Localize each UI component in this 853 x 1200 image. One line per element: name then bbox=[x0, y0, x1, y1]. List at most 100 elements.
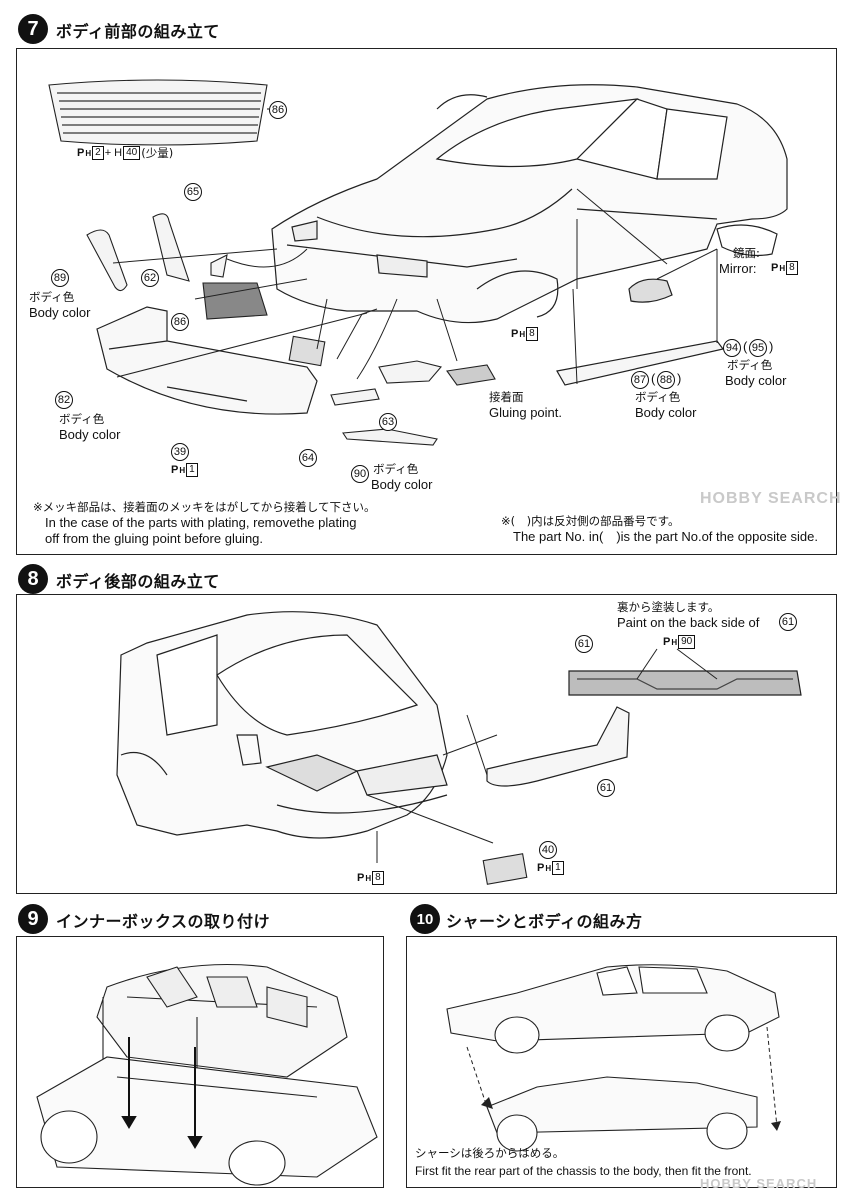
mirror-label-jp: 鏡面: bbox=[733, 246, 760, 260]
lamp-trim-drawing bbox=[446, 364, 496, 386]
paint-plus: + H bbox=[104, 147, 123, 159]
rear-car-body-drawing bbox=[116, 611, 448, 839]
part-number-86-small: 86 bbox=[171, 313, 189, 331]
rear-panel-61-top-drawing bbox=[568, 670, 802, 696]
step-8-panel: 裏から塗装します。 Paint on the back side of 61 6… bbox=[16, 594, 837, 894]
hobby-search-watermark-bottom: HOBBY SEARCH bbox=[700, 1176, 818, 1191]
hobby-search-watermark: HOBBY SEARCH bbox=[700, 490, 842, 507]
interior-box-drawing bbox=[96, 963, 348, 1117]
part-number-94: 94 bbox=[723, 339, 741, 357]
mirror-drawing bbox=[628, 278, 673, 303]
part-number-90: 90 bbox=[351, 465, 369, 483]
note-plating-en-1: In the case of the parts with plating, r… bbox=[45, 515, 357, 530]
step-7-badge: 7 bbox=[18, 14, 48, 44]
gluing-point-en: Gluing point. bbox=[489, 405, 562, 420]
part-number-82: 82 bbox=[55, 391, 73, 409]
step-9-illustration bbox=[36, 963, 378, 1186]
side-body-drawing bbox=[446, 964, 780, 1054]
fit-arrow-head-right bbox=[771, 1121, 781, 1131]
part-89-drawing bbox=[86, 229, 128, 292]
back-paint-en: Paint on the back side of bbox=[617, 615, 760, 630]
note-plating-en-2: off from the gluing point before gluing. bbox=[45, 531, 264, 546]
body-color-jp-82: ボディ色 bbox=[59, 412, 105, 426]
paren-open-95: ( bbox=[743, 339, 748, 354]
step-7-title: ボディ前部の組み立て bbox=[56, 22, 220, 41]
fit-guide-lines bbox=[466, 1026, 778, 1128]
step-9-badge: 9 bbox=[18, 904, 48, 934]
paint-box-40: 40 bbox=[123, 146, 141, 160]
front-bumper-drawing bbox=[96, 306, 318, 415]
body-color-en-89: Body color bbox=[29, 305, 91, 320]
rear-bumper-61-drawing bbox=[486, 706, 630, 787]
part-number-61-bumper: 61 bbox=[597, 779, 615, 797]
gluing-point-jp: 接着面 bbox=[489, 390, 524, 404]
step-7-illustration bbox=[48, 79, 788, 446]
part-number-61-panel: 61 bbox=[575, 635, 593, 653]
paint-box-1: 1 bbox=[186, 463, 198, 477]
body-color-en-94: Body color bbox=[725, 373, 787, 388]
paren-close-95: ) bbox=[769, 339, 774, 354]
part-number-62: 62 bbox=[141, 269, 159, 287]
part-62-drawing bbox=[152, 213, 190, 282]
chassis-drawing bbox=[36, 1056, 378, 1186]
front-car-body-drawing bbox=[271, 84, 788, 324]
part-number-95: 95 bbox=[749, 339, 767, 357]
step-8-title: ボディ後部の組み立て bbox=[56, 572, 220, 591]
part-number-86-grille: 86 bbox=[269, 101, 287, 119]
paint-box-mirror: 8 bbox=[786, 261, 798, 275]
part-65-drawing bbox=[210, 254, 228, 278]
note-opposite-jp: ※( )内は反対側の部品番号です。 bbox=[501, 514, 680, 528]
paren-open-88: ( bbox=[651, 371, 656, 386]
step-10-panel: シャーシは後ろからはめる。 First fit the rear part of… bbox=[406, 936, 837, 1188]
body-color-jp-87: ボディ色 bbox=[635, 390, 681, 404]
fit-arrow-head-left bbox=[481, 1097, 493, 1109]
front-grille-drawing bbox=[48, 79, 269, 146]
rear-leader-lines bbox=[366, 648, 718, 863]
part-40-drawing bbox=[482, 853, 528, 885]
part-number-63: 63 bbox=[379, 413, 397, 431]
note-opposite-en: The part No. in( )is the part No.of the … bbox=[513, 529, 818, 544]
paint-quantity: (少量) bbox=[141, 146, 174, 160]
body-color-jp-89: ボディ色 bbox=[29, 290, 75, 304]
body-color-jp-94: ボディ色 bbox=[727, 358, 773, 372]
paren-close-88: ) bbox=[677, 371, 682, 386]
step-10-title: シャーシとボディの組み方 bbox=[446, 912, 643, 931]
step-10-illustration bbox=[446, 964, 781, 1152]
body-color-en-87: Body color bbox=[635, 405, 697, 420]
paint-box-1-rear: 1 bbox=[552, 861, 564, 875]
step-10-note-en: First fit the rear part of the chassis t… bbox=[415, 1164, 752, 1178]
part-number-89: 89 bbox=[51, 269, 69, 287]
step-8-badge: 8 bbox=[18, 564, 48, 594]
part-number-65: 65 bbox=[184, 183, 202, 201]
paint-prefix: P bbox=[77, 147, 85, 159]
part-number-39: 39 bbox=[171, 443, 189, 461]
step-9-panel bbox=[16, 936, 384, 1188]
part-number-61-inline: 61 bbox=[779, 613, 797, 631]
part-39-drawing bbox=[288, 335, 326, 367]
body-color-jp-90: ボディ色 bbox=[373, 462, 419, 476]
paint-box-8-rear: 8 bbox=[372, 871, 384, 885]
chassis-side-drawing bbox=[486, 1076, 758, 1152]
mirror-label-en: Mirror: bbox=[719, 261, 757, 276]
part-63-drawing bbox=[378, 360, 442, 384]
part-number-88: 88 bbox=[657, 371, 675, 389]
part-number-40: 40 bbox=[539, 841, 557, 859]
back-paint-jp: 裏から塗装します。 bbox=[617, 600, 720, 614]
part-90-drawing bbox=[342, 428, 438, 446]
part-64-drawing bbox=[330, 388, 380, 406]
note-plating-jp: ※メッキ部品は、接着面のメッキをはがしてから接着して下さい。 bbox=[33, 500, 376, 514]
step-8-illustration bbox=[116, 611, 802, 885]
part-number-64: 64 bbox=[299, 449, 317, 467]
paint-box-90: 90 bbox=[678, 635, 696, 649]
paint-box-8: 8 bbox=[526, 327, 538, 341]
step-9-title: インナーボックスの取り付け bbox=[56, 912, 271, 931]
body-color-en-82: Body color bbox=[59, 427, 121, 442]
